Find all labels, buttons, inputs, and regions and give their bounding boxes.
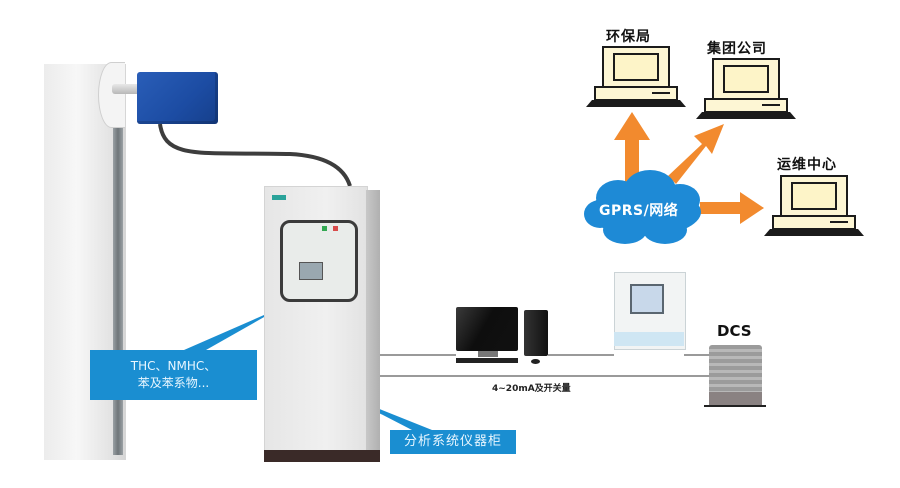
callout-pointer-measured — [184, 308, 280, 350]
link-cabinet-to-pc — [380, 354, 456, 356]
desktop-keyboard-icon — [456, 358, 518, 363]
analyzer-screen — [630, 284, 664, 314]
computer-terminal-icon — [712, 58, 780, 100]
cabinet-window — [280, 220, 358, 302]
analyzer-cabinet-base — [264, 450, 380, 462]
computer-terminal-icon — [602, 46, 670, 88]
dcs-server-bottom — [709, 392, 762, 406]
terminal-maintenance-center — [764, 175, 864, 237]
link-cabinet-to-dcs — [380, 375, 710, 377]
sampling-flange — [98, 62, 125, 128]
desktop-monitor-icon — [456, 307, 518, 351]
sampling-probe-box — [137, 72, 218, 124]
arrow-to-env-bureau — [614, 112, 650, 190]
desktop-tower-icon — [524, 310, 548, 356]
computer-terminal-icon — [780, 175, 848, 217]
arrow-to-maintenance-center — [700, 192, 764, 224]
terminal-group-company — [696, 58, 796, 120]
cloud-label: GPRS/网络 — [599, 203, 679, 219]
gprs-cloud-icon — [584, 170, 701, 244]
sampling-probe-pipe — [112, 84, 142, 94]
signal-type-label: 4~20mA及开关量 — [492, 384, 571, 394]
cabinet-callout: 分析系统仪器柜 — [390, 430, 516, 454]
analyzer-cabinet-side — [366, 190, 380, 450]
cabinet-logo-badge — [272, 195, 286, 200]
measured-components-callout: THC、NMHC、 苯及苯系物... — [90, 350, 257, 400]
link-pc-to-analyzer — [548, 354, 614, 356]
stack-pipe-edge — [113, 80, 123, 455]
link-analyzer-to-dcs — [684, 354, 709, 356]
callout-line-1: THC、NMHC、 — [130, 359, 217, 373]
status-led-green — [322, 226, 327, 231]
callout-line-2: 苯及苯系物... — [137, 376, 210, 390]
heated-sample-line — [158, 123, 352, 187]
arrow-to-group-company — [668, 124, 724, 184]
status-led-red — [333, 226, 338, 231]
node-label-env-bureau: 环保局 — [606, 29, 651, 45]
dcs-server-base — [704, 405, 766, 407]
node-label-group-company: 集团公司 — [707, 41, 767, 57]
analyzer-label-strip — [614, 332, 684, 346]
desktop-mouse-icon — [531, 359, 540, 364]
node-label-maintenance-center: 运维中心 — [777, 157, 837, 173]
terminal-env-bureau — [586, 46, 686, 108]
desktop-stand — [478, 351, 498, 357]
dcs-label: DCS — [717, 322, 752, 340]
cabinet-display-screen — [299, 262, 323, 280]
